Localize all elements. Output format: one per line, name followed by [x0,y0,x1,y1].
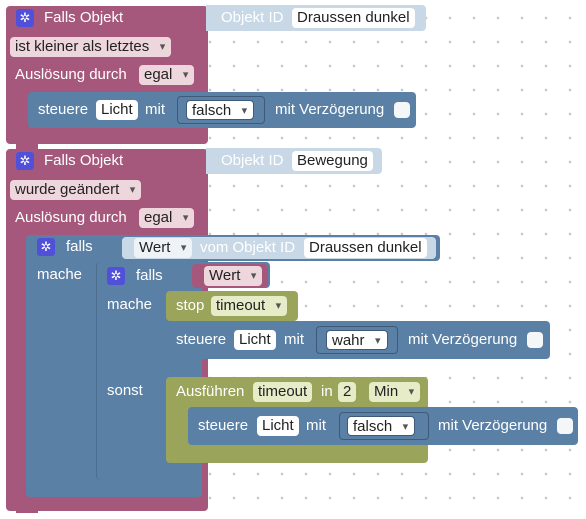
target-field[interactable]: Licht [96,100,138,120]
stop-label: stop [176,297,205,314]
if-label: falls [66,238,93,255]
trigger-dropdown[interactable]: egal [139,65,195,85]
with-label: mit [306,417,326,434]
steer-label: steuere [176,331,227,348]
in-label: in [321,383,333,400]
from-object-label: vom Objekt ID [200,239,296,256]
object-id-value[interactable]: Draussen dunkel [304,238,427,258]
object-id-label: Objekt ID [221,152,284,169]
gear-icon[interactable]: ✲ [16,9,34,27]
steer-label: steuere [38,101,89,118]
boolean-dropdown[interactable]: falsch [186,100,255,121]
with-label: mit [284,331,304,348]
else-label: sonst [107,382,143,399]
target-field[interactable]: Licht [257,416,299,436]
unit-dropdown[interactable]: Min [369,382,421,402]
delay-checkbox[interactable] [394,102,410,118]
block-connector [16,130,38,152]
value-dropdown[interactable]: Wert [134,238,193,258]
trigger-label: Auslösung durch [15,209,127,226]
delay-checkbox[interactable] [557,418,573,434]
trigger-label: Auslösung durch [15,66,127,83]
object-id-value[interactable]: Bewegung [292,151,373,171]
amount-field[interactable]: 2 [338,382,357,402]
block-header: Falls Objekt [44,152,124,169]
with-label: mit [145,101,165,118]
target-field[interactable]: Licht [234,330,276,350]
condition-dropdown[interactable]: ist kleiner als letztes [10,37,172,57]
timeout-dropdown[interactable]: timeout [211,296,288,316]
if-label: falls [136,267,163,284]
gear-icon[interactable]: ✲ [37,238,55,256]
delay-label: mit Verzögerung [438,417,548,434]
value-dropdown[interactable]: Wert [204,266,263,286]
condition-dropdown[interactable]: wurde geändert [10,180,142,200]
object-id-value[interactable]: Draussen dunkel [292,8,415,28]
block-header: Falls Objekt [44,9,124,26]
trigger-dropdown[interactable]: egal [139,208,195,228]
do-label: mache [107,296,153,313]
execute-label: Ausführen [176,383,245,400]
timeout-name-field[interactable]: timeout [253,382,313,402]
delay-checkbox[interactable] [527,332,543,348]
gear-icon[interactable]: ✲ [16,152,34,170]
object-id-label: Objekt ID [221,9,284,26]
do-label: mache [37,266,83,283]
delay-label: mit Verzögerung [408,331,518,348]
boolean-dropdown[interactable]: falsch [347,416,416,437]
gear-icon[interactable]: ✲ [107,267,125,285]
delay-label: mit Verzögerung [275,101,385,118]
block-connector [16,497,38,513]
steer-label: steuere [198,417,249,434]
boolean-dropdown[interactable]: wahr [326,330,388,351]
